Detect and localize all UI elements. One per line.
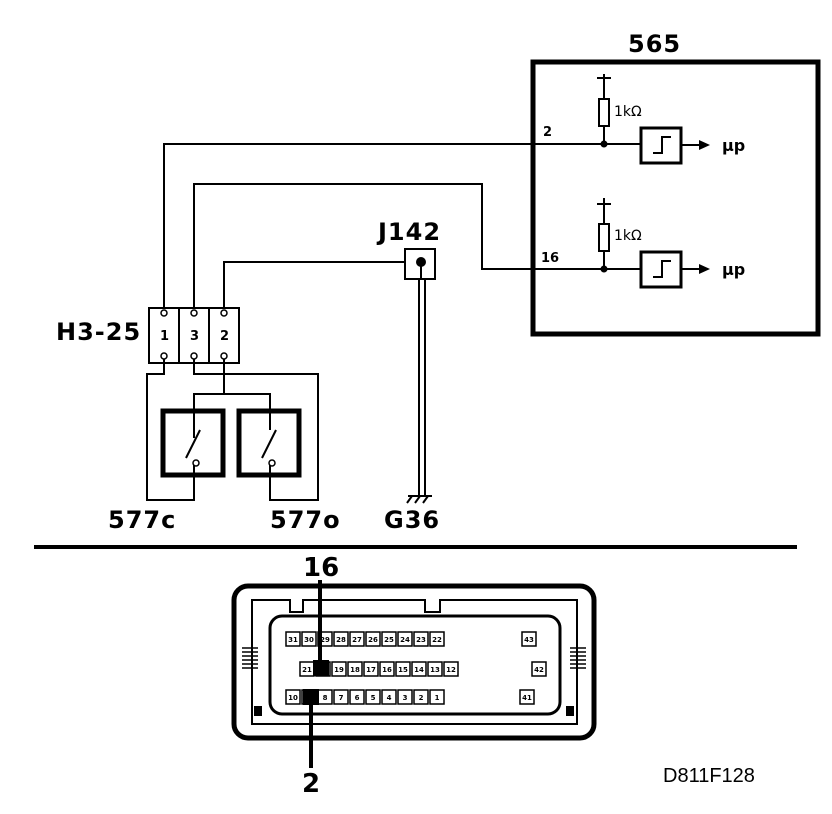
plug-pin-cell [301, 631, 317, 647]
plug-pin-cell [427, 661, 443, 677]
plug-pin-number: 10 [288, 694, 298, 702]
plug-pin-number: 30 [304, 636, 314, 644]
switch-577c-label: 577c [108, 506, 176, 534]
plug-pin-number: 24 [400, 636, 410, 644]
plug-pin-number: 26 [368, 636, 378, 644]
plug-pin-number: 4 [387, 694, 392, 702]
plug-pin-cell [443, 661, 459, 677]
plug-pin-number: 18 [350, 666, 360, 674]
plug-pin-cell [397, 689, 413, 705]
connector-pin-1: 1 [160, 329, 169, 344]
g36-label: G36 [384, 506, 440, 534]
plug-pin-number: 19 [334, 666, 344, 674]
plug-pin-number: 16 [382, 666, 392, 674]
ground-symbol [406, 495, 432, 504]
plug-pin-number: 22 [432, 636, 442, 644]
wire-pin3-to-ecu16 [193, 183, 641, 308]
plug-pin-cell [521, 631, 537, 647]
plug-pin-number: 41 [522, 694, 532, 702]
plug-pin-cell [429, 631, 445, 647]
connector-pin-3: 3 [190, 329, 199, 344]
plug-pin-number: 2 [419, 694, 424, 702]
ecu-label: 565 [628, 30, 681, 58]
plug-pin-cell [365, 689, 381, 705]
plug-pin-cell [519, 689, 535, 705]
plug-pin-cell [285, 689, 301, 705]
connector-pin-2: 2 [220, 329, 229, 344]
plug-housing [231, 583, 597, 741]
h3-25-label: H3-25 [56, 318, 141, 346]
plug-pin-cell [531, 661, 547, 677]
ecu-pin-2-label: 2 [543, 125, 552, 140]
plug-pin-cell [381, 689, 397, 705]
j142-label: J142 [376, 218, 441, 246]
wire-pin1-to-ecu2 [163, 143, 641, 308]
plug-pin-number: 42 [534, 666, 544, 674]
plug-pin-16-label: 16 [303, 553, 339, 583]
ecu-channel-a [597, 74, 710, 165]
plug-pin-cell [363, 661, 379, 677]
plug-pin-cell [333, 631, 349, 647]
plug-pin-cell [429, 689, 445, 705]
plug-pin-number: 1 [435, 694, 440, 702]
plug-pin-cell [285, 631, 301, 647]
plug-pin-cell [379, 661, 395, 677]
ecu-pin-16-label: 16 [541, 251, 559, 266]
ecu-box [530, 59, 821, 337]
plug-pin-cell [413, 689, 429, 705]
plug-pin-number: 8 [323, 694, 328, 702]
output-b-label: μp [722, 260, 745, 279]
switch-577o [236, 408, 302, 478]
switch-577c [160, 408, 226, 478]
plug-pin-cell [347, 661, 363, 677]
plug-pin-number: 21 [302, 666, 312, 674]
plug-pin-cell [381, 631, 397, 647]
plug-pin-cell [331, 661, 347, 677]
plug-pin-number: 12 [446, 666, 456, 674]
j142-junction [404, 248, 436, 495]
plug-pin-number: 13 [430, 666, 440, 674]
pin-16-pointer [313, 580, 329, 676]
plug-pin-number: 7 [339, 694, 344, 702]
plug-pin-number: 43 [524, 636, 534, 644]
plug-pin-cell [333, 689, 349, 705]
plug-pin-cell [397, 631, 413, 647]
figure-reference: D811F128 [663, 765, 755, 787]
output-a-label: μp [722, 136, 745, 155]
plug-pin-cell [365, 631, 381, 647]
plug-pin-number: 28 [336, 636, 346, 644]
plug-pin-number: 14 [414, 666, 424, 674]
plug-pin-cell [395, 661, 411, 677]
plug-pin-number: 17 [366, 666, 376, 674]
plug-pin-cell [413, 631, 429, 647]
plug-pin-number: 5 [371, 694, 376, 702]
pin-2-pointer [303, 689, 319, 768]
plug-pin-number: 25 [384, 636, 394, 644]
plug-pin-number: 23 [416, 636, 426, 644]
plug-pin-number: 6 [355, 694, 360, 702]
switch-577o-label: 577o [270, 506, 341, 534]
wire-pin2-to-j142 [223, 261, 420, 308]
plug-pin-number: 31 [288, 636, 298, 644]
plug-pin-number: 29 [320, 636, 330, 644]
plug-pin-2-label: 2 [302, 769, 320, 799]
plug-pin-cell [411, 661, 427, 677]
plug-pin-cell [349, 631, 365, 647]
plug-pin-number: 15 [398, 666, 408, 674]
resistor-b-label: 1kΩ [614, 228, 642, 244]
switch-wiring [146, 359, 319, 501]
resistor-a-label: 1kΩ [614, 104, 642, 120]
plug-pin-cell [349, 689, 365, 705]
plug-pin-number: 3 [403, 694, 408, 702]
plug-pin-number: 27 [352, 636, 362, 644]
